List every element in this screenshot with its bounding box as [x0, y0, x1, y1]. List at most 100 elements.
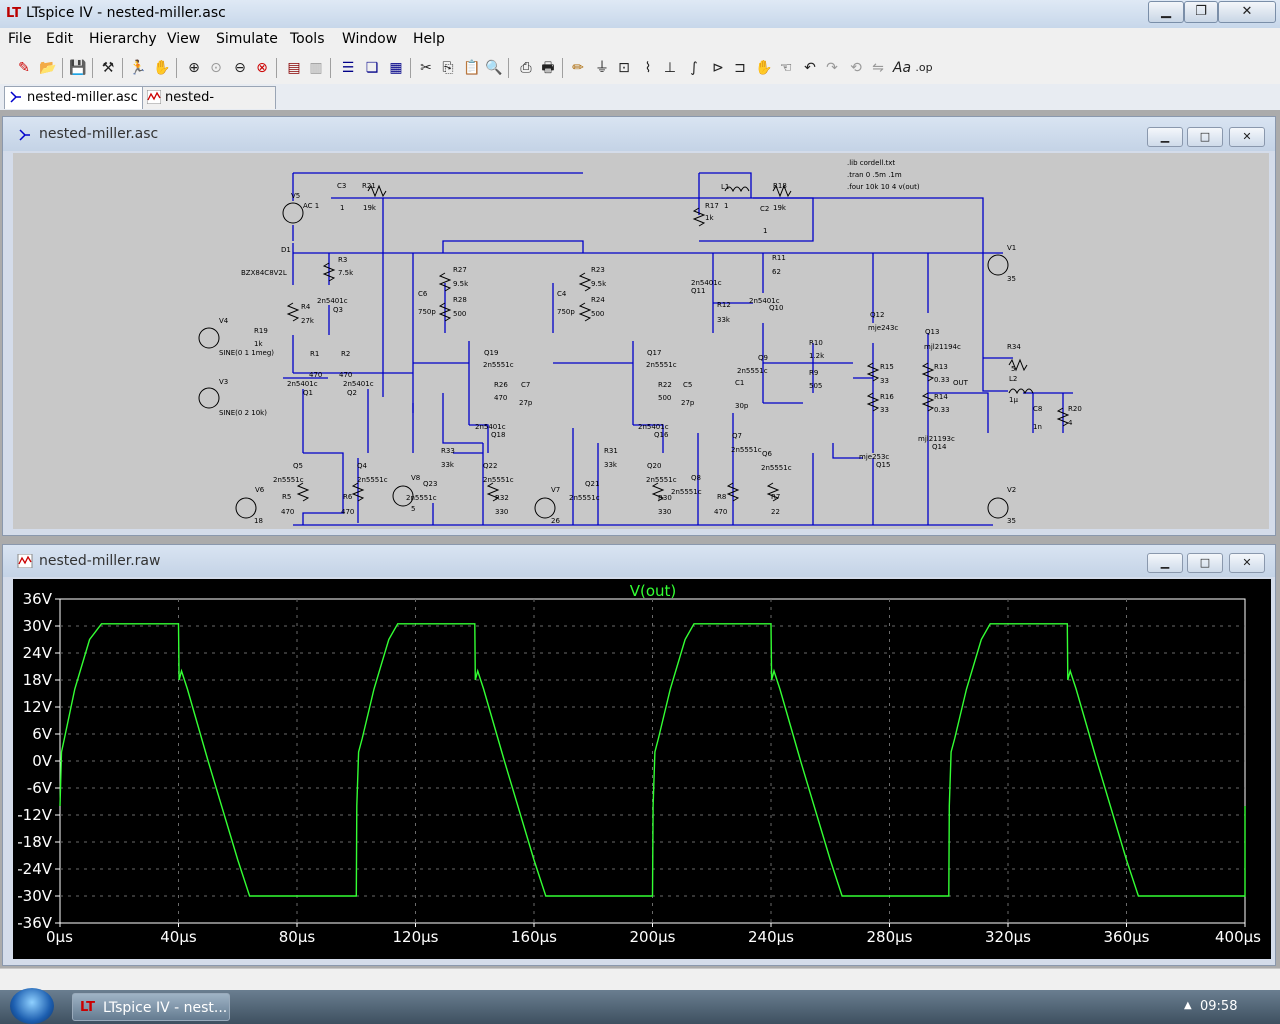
component-label[interactable]: R14 — [934, 393, 948, 401]
component-label[interactable]: 26 — [551, 517, 560, 525]
component-label[interactable]: R24 — [591, 296, 605, 304]
component-label[interactable]: Q22 — [483, 462, 497, 470]
component-label[interactable]: R11 — [772, 254, 786, 262]
component-label[interactable]: 2n5551c — [646, 361, 677, 369]
component-label[interactable]: 2n5551c — [761, 464, 792, 472]
component-label[interactable]: C5 — [683, 381, 692, 389]
component-label[interactable]: 9.5k — [591, 280, 607, 288]
component-label[interactable]: OUT — [953, 379, 969, 387]
inductor-icon[interactable]: ∫ — [690, 60, 698, 76]
component-label[interactable]: R16 — [880, 393, 894, 401]
text-icon[interactable]: Aa — [892, 60, 912, 76]
tab-nested-miller-asc[interactable]: nested-miller.asc — [4, 86, 144, 109]
print-preview-icon[interactable]: ⎙ — [520, 60, 532, 76]
component-label[interactable]: R20 — [1068, 405, 1082, 413]
component-label[interactable]: 5 — [1011, 365, 1015, 373]
component-label[interactable]: 470 — [339, 371, 352, 379]
component-label[interactable]: mje243c — [868, 324, 898, 332]
component-label[interactable]: 33k — [717, 316, 731, 324]
component-label[interactable]: Q19 — [484, 349, 498, 357]
component-label[interactable]: R30 — [658, 494, 672, 502]
component-label[interactable]: 2n5401c — [317, 297, 348, 305]
schematic-drawing[interactable]: .lib cordell.txt .tran 0 .5m .1m .four 1… — [13, 153, 1269, 529]
schematic-maximize-button[interactable]: □ — [1187, 127, 1223, 147]
component-label[interactable]: L2 — [1009, 375, 1017, 383]
component-label[interactable]: R1 — [310, 350, 319, 358]
menu-hierarchy[interactable]: Hierarchy — [89, 31, 157, 47]
tile-vertical-icon[interactable]: ▦ — [389, 60, 403, 76]
spice-directive[interactable]: .lib cordell.txt — [847, 159, 895, 167]
component-label[interactable]: R22 — [658, 381, 672, 389]
component-label[interactable]: R13 — [934, 363, 948, 371]
component-label[interactable]: R28 — [453, 296, 467, 304]
component-label[interactable]: mje253c — [859, 453, 889, 461]
component-label[interactable]: 30p — [735, 402, 749, 410]
component-label[interactable]: 2n5551c — [357, 476, 388, 484]
component-label[interactable]: 2n5401c — [691, 279, 722, 287]
component-label[interactable]: Q5 — [293, 462, 303, 470]
save-icon[interactable]: 💾 — [69, 60, 87, 76]
menu-window[interactable]: Window — [342, 31, 398, 47]
component-label[interactable]: BZX84C8V2L — [241, 269, 287, 277]
halt-icon[interactable]: ✋ — [153, 60, 171, 76]
component-label[interactable]: R9 — [809, 369, 818, 377]
zoom-out-icon[interactable]: ⊖ — [234, 60, 246, 76]
component-label[interactable]: Q13 — [925, 328, 939, 336]
minimize-button[interactable]: ▁ — [1148, 1, 1184, 23]
control-panel-icon[interactable]: ⚒ — [101, 60, 115, 76]
print-icon[interactable]: 🖶 — [541, 60, 555, 76]
ground-icon[interactable]: ⏚ — [595, 60, 609, 76]
component-label[interactable]: 27p — [519, 399, 533, 407]
waveform-close-button[interactable]: ✕ — [1229, 553, 1265, 573]
component-label[interactable]: 2n5401c — [638, 423, 669, 431]
component-label[interactable]: mjl21193c — [918, 435, 955, 443]
taskbar-clock[interactable]: 09:58 — [1200, 999, 1238, 1014]
menu-tools[interactable]: Tools — [290, 31, 325, 47]
component-label[interactable]: SINE(0 2 10k) — [219, 409, 267, 417]
component-label[interactable]: 0.33 — [934, 406, 950, 414]
paste-icon[interactable]: 📋 — [463, 60, 481, 76]
component-label[interactable]: 1 — [763, 227, 767, 235]
component-label[interactable]: Q7 — [732, 432, 742, 440]
component-label[interactable]: Q10 — [769, 304, 783, 312]
component-label[interactable]: V5 — [291, 192, 300, 200]
component-label[interactable]: 19k — [773, 204, 787, 212]
restore-button[interactable]: ❐ — [1184, 1, 1218, 23]
component-label[interactable]: 33k — [441, 461, 455, 469]
zoom-pan-icon[interactable]: ⊙ — [210, 60, 222, 76]
component-label[interactable]: 2n5401c — [343, 380, 374, 388]
component-label[interactable]: AC 1 — [303, 202, 319, 210]
component-label[interactable]: 330 — [495, 508, 508, 516]
component-icon[interactable]: ⊐ — [734, 60, 746, 76]
component-label[interactable]: R26 — [494, 381, 508, 389]
component-label[interactable]: R3 — [338, 256, 347, 264]
component-label[interactable]: 2n5401c — [475, 423, 506, 431]
label-net-icon[interactable]: ⊡ — [618, 60, 630, 76]
zoom-in-icon[interactable]: ⊕ — [188, 60, 200, 76]
component-label[interactable]: 1µ — [1009, 396, 1018, 404]
component-label[interactable]: 62 — [772, 268, 781, 276]
component-label[interactable]: 2n5551c — [483, 361, 514, 369]
component-label[interactable]: 1 — [724, 202, 728, 210]
menu-help[interactable]: Help — [413, 31, 445, 47]
waveform-minimize-button[interactable]: ▁ — [1147, 553, 1183, 573]
component-label[interactable]: R7 — [771, 493, 780, 501]
component-label[interactable]: 2n5551c — [737, 367, 768, 375]
component-label[interactable]: 0.33 — [934, 376, 950, 384]
component-label[interactable]: 1 — [340, 204, 344, 212]
component-label[interactable]: V8 — [411, 474, 420, 482]
component-label[interactable]: Q3 — [333, 306, 343, 314]
component-label[interactable]: 2n5551c — [569, 494, 600, 502]
component-label[interactable]: 1k — [254, 340, 263, 348]
component-label[interactable]: 330 — [658, 508, 671, 516]
component-label[interactable]: C1 — [735, 379, 744, 387]
start-button[interactable] — [10, 988, 54, 1024]
component-label[interactable]: Q12 — [870, 311, 884, 319]
component-label[interactable]: C6 — [418, 290, 428, 298]
component-label[interactable]: Q4 — [357, 462, 368, 470]
component-label[interactable]: 5 — [411, 505, 415, 513]
taskbar-ltspice-item[interactable]: LTspice IV - nest... — [72, 993, 230, 1021]
component-label[interactable]: 33 — [880, 377, 889, 385]
component-label[interactable]: 33 — [880, 406, 889, 414]
tray-expand-icon[interactable]: ▲ — [1184, 1000, 1192, 1011]
